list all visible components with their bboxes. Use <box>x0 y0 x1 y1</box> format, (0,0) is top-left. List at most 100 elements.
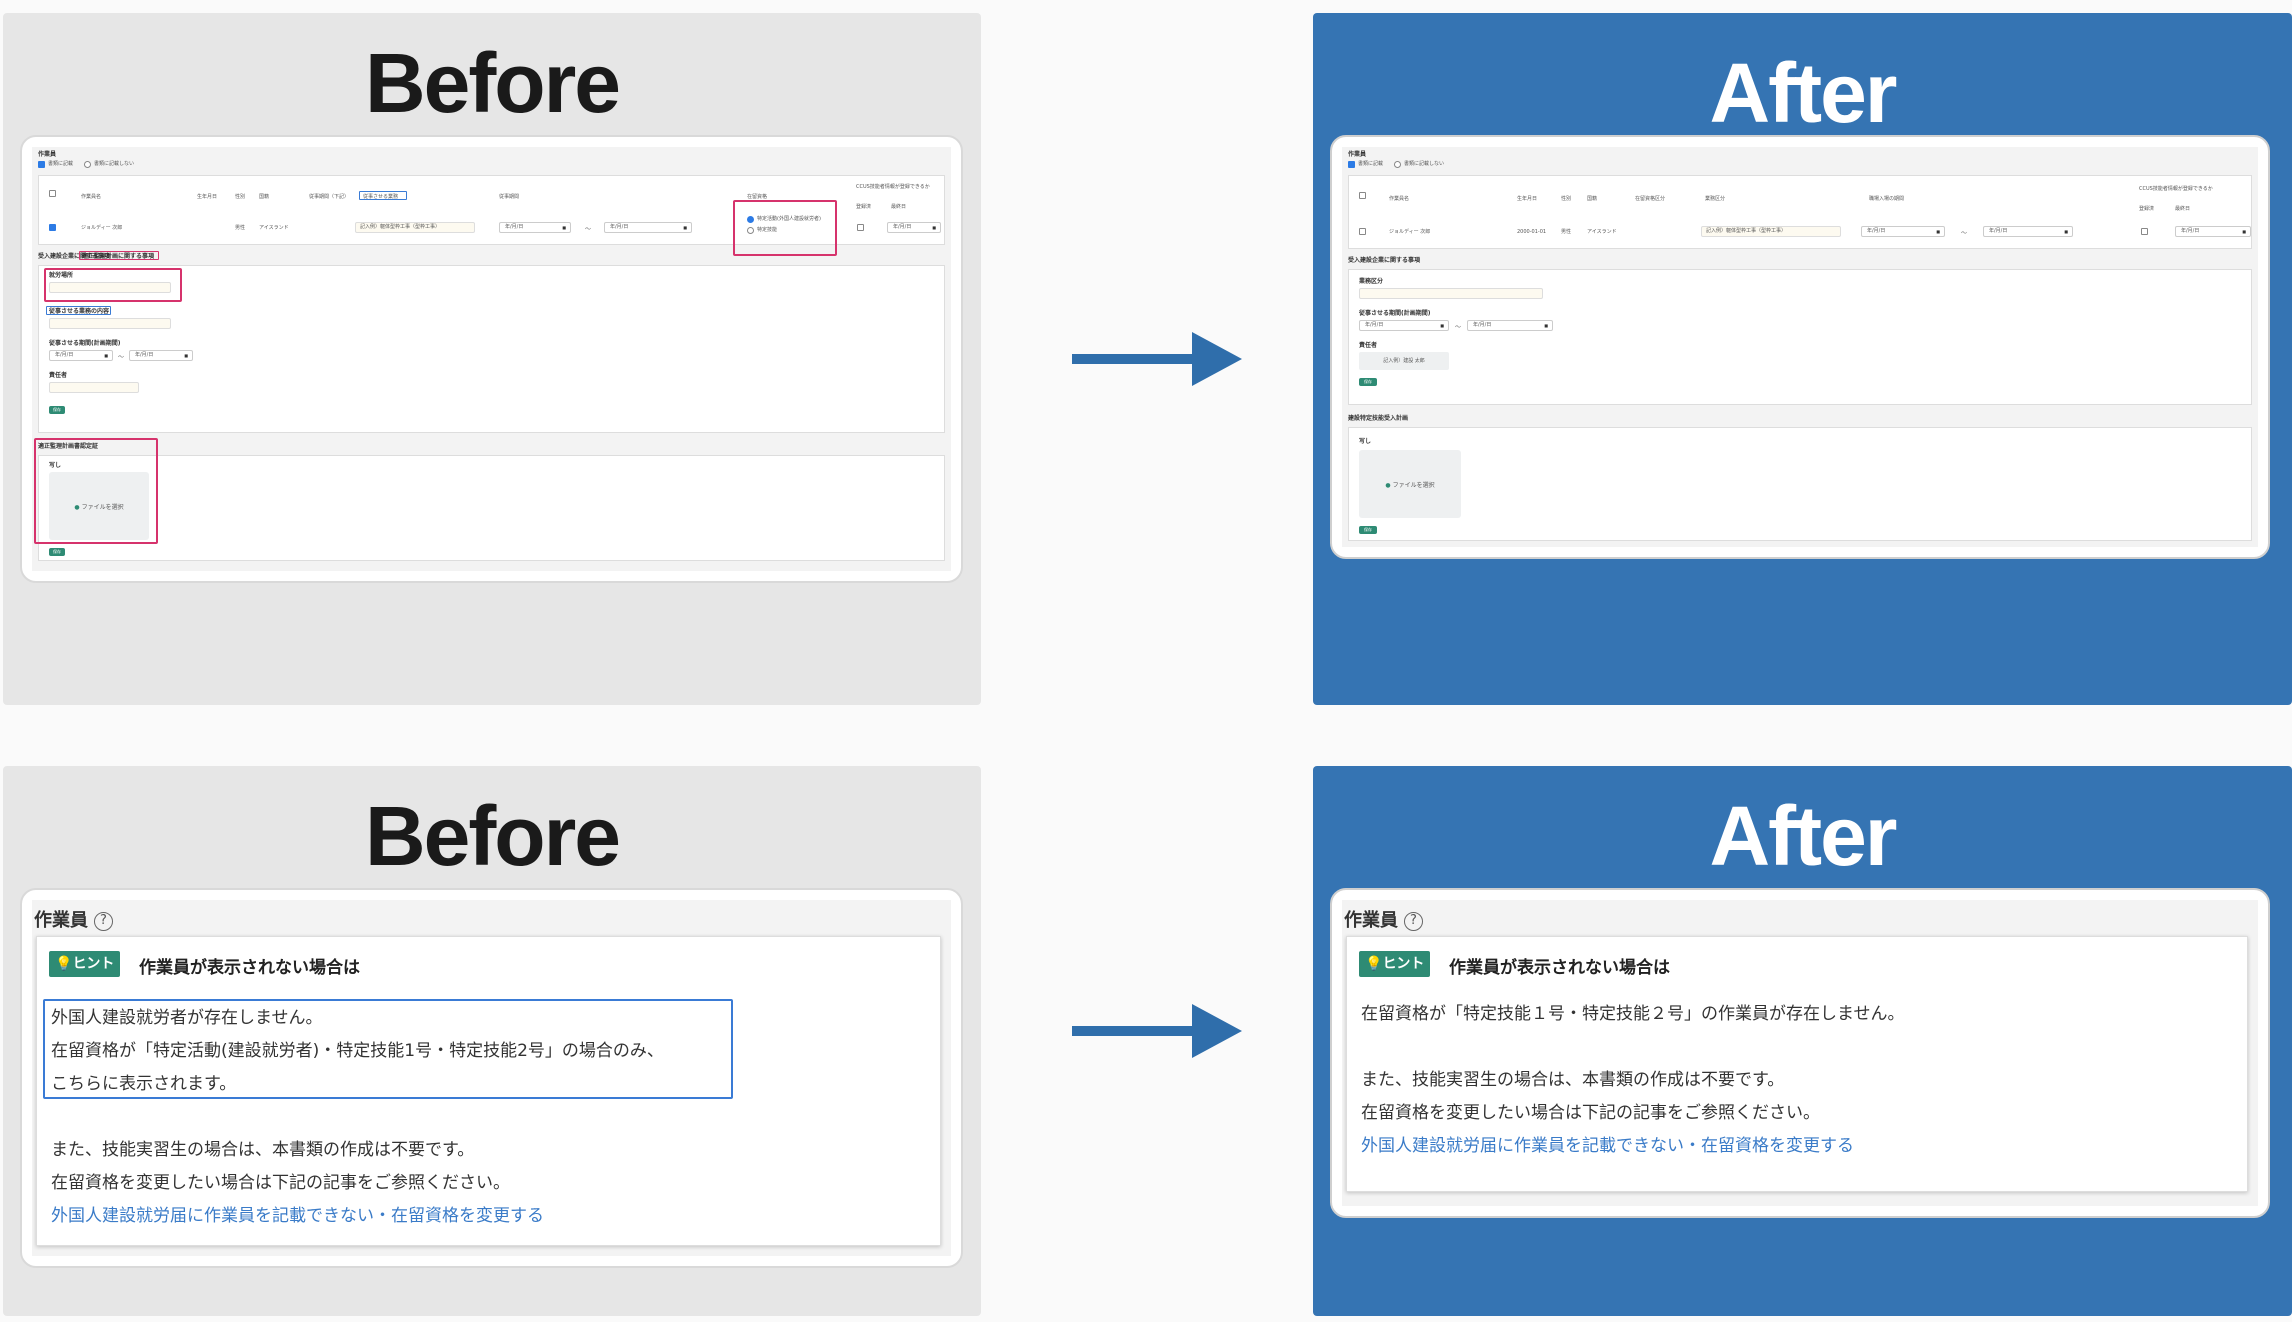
after-worker-name: ジョルディー 次郎 <box>1389 229 1431 235</box>
col-ccus-registered: 登録済 <box>856 204 872 210</box>
after-field-manager-label: 責任者 <box>1359 342 1378 349</box>
after-col-status-class: 在留資格区分 <box>1635 196 1666 202</box>
plan-range-sep: 〜 <box>118 354 125 361</box>
after-option-display-checkbox[interactable] <box>1348 161 1355 168</box>
worker-nationality: アイスランド <box>259 225 289 231</box>
after-col-ccus: CCUS技能者情報が登録できるか <box>2139 186 2213 192</box>
help-icon[interactable]: ? <box>94 911 113 931</box>
ccus-last-date[interactable]: 年/月/日 <box>887 222 941 233</box>
status-radio-2[interactable] <box>747 227 754 234</box>
highlight-old-text <box>43 999 733 1099</box>
after-hint-note-line-1: また、技能実習生の場合は、本書類の作成は不要です。 <box>1361 1070 1785 1090</box>
status-opt1-label: 特定活動(外国人建設就労者) <box>757 216 821 222</box>
plan-end-date[interactable]: 年/月/日 <box>129 350 193 361</box>
after-heading: After <box>1709 46 1897 140</box>
after-save-button-2[interactable]: 保存 <box>1359 526 1377 534</box>
row-checkbox[interactable] <box>49 224 56 231</box>
hint-section-text: 作業員 <box>34 910 88 931</box>
col-ccus: CCUS技能者情報が登録できるか <box>856 184 930 190</box>
field-work-input[interactable] <box>49 318 171 329</box>
after-row-checkbox[interactable] <box>1359 228 1366 235</box>
after-help-icon[interactable]: ? <box>1404 911 1423 931</box>
field-work-label: 従事させる業務の内容 <box>49 308 110 315</box>
arrow-right-icon <box>1072 332 1242 386</box>
field-place-input[interactable] <box>49 282 171 293</box>
after-hint-article-link[interactable]: 外国人建設就労届に作業員を記載できない・在留資格を変更する <box>1361 1136 1854 1156</box>
option-display-checkbox[interactable] <box>38 161 45 168</box>
after-work-type-input[interactable]: 記入例）躯体型枠工事（型枠工事） <box>1701 226 1841 237</box>
field-manager-input[interactable] <box>49 382 139 393</box>
save-button-1[interactable]: 保存 <box>49 406 65 414</box>
hint-before-line-3: こちらに表示されます。 <box>51 1074 237 1094</box>
after-col-ccus-last: 最終日 <box>2175 206 2191 212</box>
ccus-checkbox[interactable] <box>857 224 864 231</box>
after-period-start-date[interactable]: 年/月/日 <box>1861 226 1945 237</box>
after-ccus-checkbox[interactable] <box>2141 228 2148 235</box>
work-type-input[interactable]: 記入例）躯体型枠工事（型枠工事） <box>355 222 475 233</box>
after-hint-box: 💡ヒント 作業員が表示されない場合は 在留資格が「特定技能１号・特定技能２号」の… <box>1346 936 2248 1192</box>
before-heading: Before <box>364 36 621 130</box>
col-period-label: 従事期間（下記） <box>309 194 350 200</box>
after-hint-title: 作業員が表示されない場合は <box>1449 958 1670 978</box>
status-radio-1[interactable] <box>747 216 754 223</box>
after-worker-nationality: アイスランド <box>1587 229 1617 235</box>
attach-box: 写し ● ファイルを選択 保存 <box>38 455 945 561</box>
plan-start-date[interactable]: 年/月/日 <box>49 350 113 361</box>
after-col-class: 業務区分 <box>1705 196 1726 202</box>
col-birth: 生年月日 <box>197 194 218 200</box>
period-start-date[interactable]: 年/月/日 <box>499 222 571 233</box>
after-hint-note-line-2: 在留資格を変更したい場合は下記の記事をご参照ください。 <box>1361 1103 1820 1123</box>
before-panel-bottom: Before 作業員? 💡ヒント 作業員が表示されない場合は 外国人建設就労者が… <box>3 766 981 1316</box>
after-hint-inner: 作業員? 💡ヒント 作業員が表示されない場合は 在留資格が「特定技能１号・特定技… <box>1342 900 2258 1206</box>
arrow-right-icon-bottom <box>1072 1004 1242 1058</box>
hint-article-link[interactable]: 外国人建設就労届に作業員を記載できない・在留資格を変更する <box>51 1206 544 1226</box>
work-type-placeholder: 記入例）躯体型枠工事（型枠工事） <box>360 224 441 230</box>
after-select-all-checkbox[interactable] <box>1359 192 1366 199</box>
field-period-label: 従事させる期間(計画期間) <box>49 340 121 347</box>
option-hide-label: 書類に記載しない <box>94 161 135 167</box>
after-panel-bottom: After 作業員? 💡ヒント 作業員が表示されない場合は 在留資格が「特定技能… <box>1313 766 2292 1316</box>
period-end-date[interactable]: 年/月/日 <box>604 222 692 233</box>
hint-note-line-2: 在留資格を変更したい場合は下記の記事をご参照ください。 <box>51 1173 510 1193</box>
after-file-select-text: ● ファイルを選択 <box>1359 480 1461 489</box>
worker-table: 作業員名 生年月日 性別 国籍 従事期間（下記） 従事させる業務 従事期間 在留… <box>38 175 945 245</box>
option-hide-checkbox[interactable] <box>84 161 91 168</box>
after-hint-badge: 💡ヒント <box>1359 951 1431 977</box>
after-field-class-input[interactable] <box>1359 288 1543 299</box>
after-plan-start-date[interactable]: 年/月/日 <box>1359 320 1449 331</box>
file-select-label: ファイルを選択 <box>81 504 124 511</box>
after-option-display-label: 書類に記載 <box>1358 161 1384 167</box>
after-option-hide-checkbox[interactable] <box>1394 161 1401 168</box>
select-all-checkbox[interactable] <box>49 190 56 197</box>
highlight-plan-badge <box>79 251 159 260</box>
after-file-uploader[interactable]: ● ファイルを選択 <box>1359 450 1461 518</box>
file-uploader[interactable]: ● ファイルを選択 <box>49 472 149 540</box>
after-col-gender: 性別 <box>1561 196 1572 202</box>
highlight-attach-section <box>34 438 158 544</box>
plan-box: 就労場所 従事させる業務の内容 従事させる期間(計画期間) 年/月/日 〜 年/… <box>38 265 945 433</box>
after-manager-select[interactable]: 記入例）建設 太郎 <box>1359 352 1449 370</box>
after-hint-section-text: 作業員 <box>1344 910 1398 931</box>
after-period-end-date[interactable]: 年/月/日 <box>1983 226 2073 237</box>
after-lightbulb-icon: 💡 <box>1365 956 1383 972</box>
plan-section-title: 受入建設企業に関する事項 <box>38 253 111 260</box>
after-hint-section-title: 作業員? <box>1344 906 1423 932</box>
after-save-button-1[interactable]: 保存 <box>1359 378 1377 386</box>
after-field-class-label: 業務区分 <box>1359 278 1384 285</box>
after-period-range-sep: 〜 <box>1961 230 1968 237</box>
save-button-2[interactable]: 保存 <box>49 548 65 556</box>
after-col-period: 職場入場の期間 <box>1869 196 1905 202</box>
after-file-add-icon: ● <box>1385 482 1391 489</box>
highlight-place-field <box>44 268 182 302</box>
after-hint-badge-label: ヒント <box>1382 956 1425 972</box>
after-ccus-last-date[interactable]: 年/月/日 <box>2175 226 2251 237</box>
option-display-label: 書類に記載 <box>48 161 74 167</box>
col-nationality: 国籍 <box>259 194 270 200</box>
after-attach-box: 写し ● ファイルを選択 保存 <box>1348 427 2252 541</box>
after-heading-bottom: After <box>1709 789 1897 883</box>
after-option-hide-label: 書類に記載しない <box>1404 161 1445 167</box>
plan-section-badge: 適正監理計画に関する事項 <box>82 253 155 260</box>
after-plan-end-date[interactable]: 年/月/日 <box>1467 320 1553 331</box>
attach-label: 写し <box>49 462 62 469</box>
attach-section-title: 適正監理計画書認定証 <box>38 443 99 450</box>
